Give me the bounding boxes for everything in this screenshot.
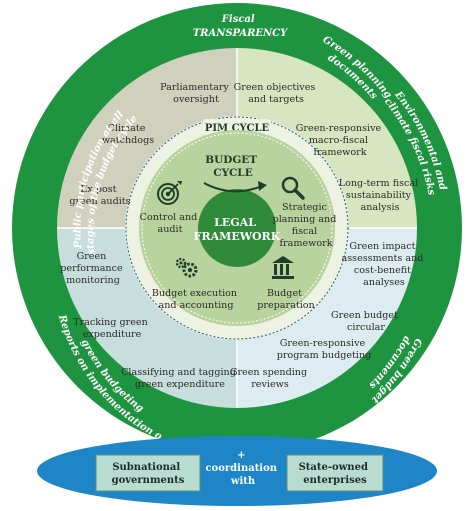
stage-control-audit: Control and audit <box>140 212 201 235</box>
coordination-with-label: + coordination with <box>205 450 280 487</box>
government-building-icon <box>272 256 294 279</box>
stage-budget-preparation: Budget preparation <box>257 288 314 311</box>
budget-cycle-line-1: BUDGET <box>205 154 257 166</box>
budget-cycle-line-2: CYCLE <box>213 167 252 179</box>
item-climate-watchdogs: Climate watchdogs <box>102 123 154 146</box>
item-classifying-tagging: Classifying and tagging green expenditur… <box>121 367 239 390</box>
item-green-impact-assessments: Green impact assessments and cost-benefi… <box>342 241 427 288</box>
gears-icon <box>175 257 198 278</box>
ring-fiscal-transparency: Fiscal transparency <box>193 14 288 39</box>
item-macro-fiscal-framework: Green-responsive macro-fiscal framework <box>296 123 384 158</box>
magnifier-icon <box>281 176 305 200</box>
item-parliamentary-oversight: Parliamentary oversight <box>160 82 232 105</box>
item-green-budget-circular: Green budget circular <box>331 310 401 333</box>
target-icon <box>157 181 182 205</box>
item-program-budgeting: Green-responsive program budgeting <box>277 338 372 361</box>
pim-cycle-outer-dashes <box>125 116 349 340</box>
budget-cycle-dashes <box>141 132 333 324</box>
stage-strategic-planning: Strategic planning and fiscal framework <box>273 202 340 249</box>
state-owned-enterprises-box <box>286 454 384 492</box>
legal-framework-label: LEGAL FRAMEWORK <box>194 216 281 243</box>
item-tracking-green-expenditure: Tracking green expenditure <box>73 317 151 340</box>
legal-line-2: FRAMEWORK <box>194 230 281 243</box>
item-green-performance-monitoring: Green performance monitoring <box>60 251 125 286</box>
item-green-objectives: Green objectives and targets <box>234 82 319 105</box>
curved-arrow-icon <box>203 181 267 193</box>
item-ex-post-green-audits: Ex post green audits <box>69 184 130 207</box>
item-green-spending-reviews: Green spending reviews <box>230 367 310 390</box>
item-long-term-fiscal: Long-term fiscal sustainability analysis <box>339 178 422 213</box>
budget-cycle-title: BUDGET CYCLE <box>205 154 261 179</box>
subnational-governments-box <box>95 454 201 492</box>
pim-cycle-label: PIM CYCLE <box>205 123 270 134</box>
stage-budget-execution: Budget execution and accounting <box>152 288 240 311</box>
legal-line-1: LEGAL <box>214 216 256 229</box>
state-owned-enterprises-label: State-owned enterprises <box>299 462 372 486</box>
legal-framework-core <box>198 189 276 267</box>
subnational-governments-label: Subnational governments <box>112 462 185 486</box>
